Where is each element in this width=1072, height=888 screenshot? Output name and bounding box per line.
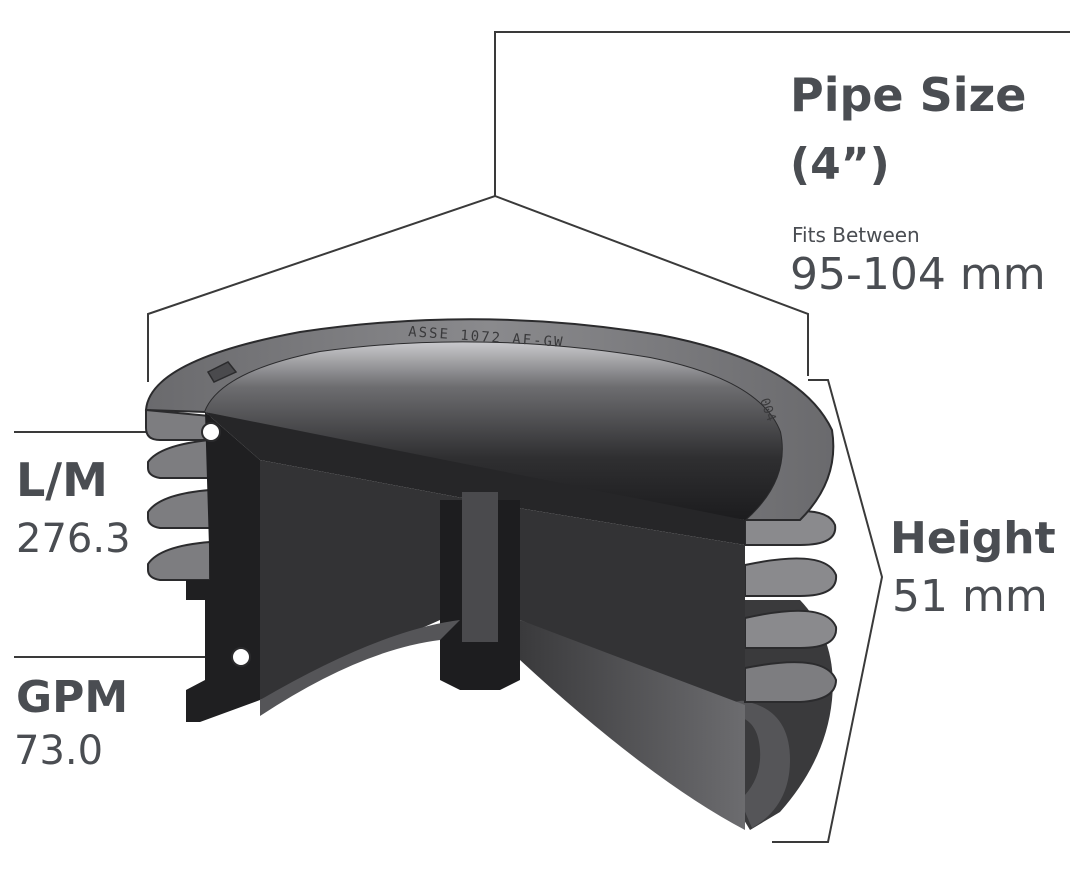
drain-insert-cutaway: ASSE 1072 AF-GW 004 — [144, 318, 838, 830]
pipe-size-leader — [147, 31, 1070, 382]
height-title: Height — [890, 513, 1056, 564]
gpm-title: GPM — [16, 672, 129, 723]
bowl-interior — [205, 342, 782, 520]
height-value: 51 mm — [892, 571, 1048, 622]
lm-value: 276.3 — [16, 516, 131, 562]
lm-title: L/M — [16, 453, 108, 507]
logo-badge — [206, 361, 238, 383]
gpm-marker — [231, 647, 251, 667]
fits-between-label: Fits Between — [792, 223, 920, 247]
fits-between-value: 95-104 mm — [790, 249, 1046, 300]
gpm-value: 73.0 — [14, 728, 104, 774]
left-fins — [145, 408, 211, 581]
pipe-size-title: Pipe Size — [790, 68, 1027, 122]
lm-marker — [201, 422, 221, 442]
height-bracket — [772, 379, 884, 843]
pipe-size-value: (4”) — [790, 139, 890, 190]
